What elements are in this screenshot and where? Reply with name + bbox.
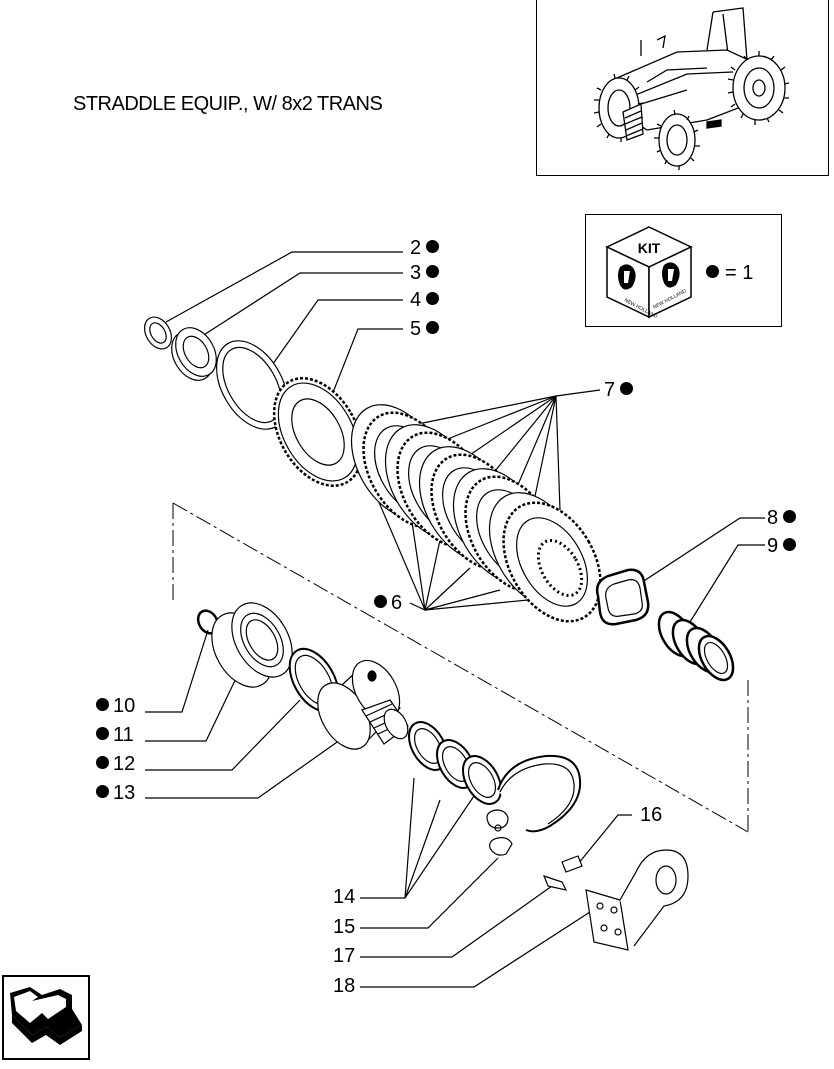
page-title: STRADDLE EQUIP., W/ 8x2 TRANS: [73, 93, 383, 115]
kit-dot-icon: [426, 240, 440, 253]
kit-dot-icon: [426, 292, 440, 305]
kit-dot-icon: [96, 727, 109, 740]
callout-11: 11: [96, 725, 134, 745]
callout-8: 8: [767, 508, 797, 528]
kit-dot-icon: [706, 265, 719, 278]
kit-dot-icon: [96, 756, 109, 769]
kit-dot-icon: [783, 510, 797, 523]
callout-3: 3: [410, 263, 440, 283]
callout-9: 9: [767, 536, 797, 556]
kit-dot-icon: [96, 785, 109, 798]
kit-dot-icon: [96, 698, 109, 711]
callout-10: 10: [96, 696, 135, 716]
callout-5: 5: [410, 319, 440, 339]
kit-dot-icon: [783, 538, 797, 551]
callout-18: 18: [333, 975, 356, 997]
kit-label: KIT: [638, 240, 661, 256]
callout-14: 14: [333, 886, 356, 908]
tractor-icon: [593, 7, 790, 170]
callout-13: 13: [96, 783, 135, 803]
kit-dot-icon: [426, 321, 440, 334]
next-page-arrow-icon[interactable]: [2, 975, 90, 1060]
callout-2: 2: [410, 238, 440, 258]
tractor-thumbnail: [536, 0, 829, 176]
callout-12: 12: [96, 754, 135, 774]
callout-7: 7: [604, 380, 634, 400]
callout-4: 4: [410, 290, 440, 310]
callout-6: 6: [374, 593, 402, 613]
kit-dot-icon: [374, 595, 387, 608]
kit-dot-icon: [620, 382, 634, 395]
kit-legend: KIT NEW HOLLAND NEW HOLLAND: [585, 214, 782, 327]
kit-cube-icon: KIT NEW HOLLAND NEW HOLLAND: [605, 226, 693, 320]
callout-16: 16: [640, 804, 663, 826]
kit-equals-text: = 1: [725, 262, 754, 284]
callout-15: 15: [333, 916, 356, 938]
callout-17: 17: [333, 945, 356, 967]
kit-equation: = 1: [706, 262, 753, 285]
kit-dot-icon: [426, 265, 440, 278]
